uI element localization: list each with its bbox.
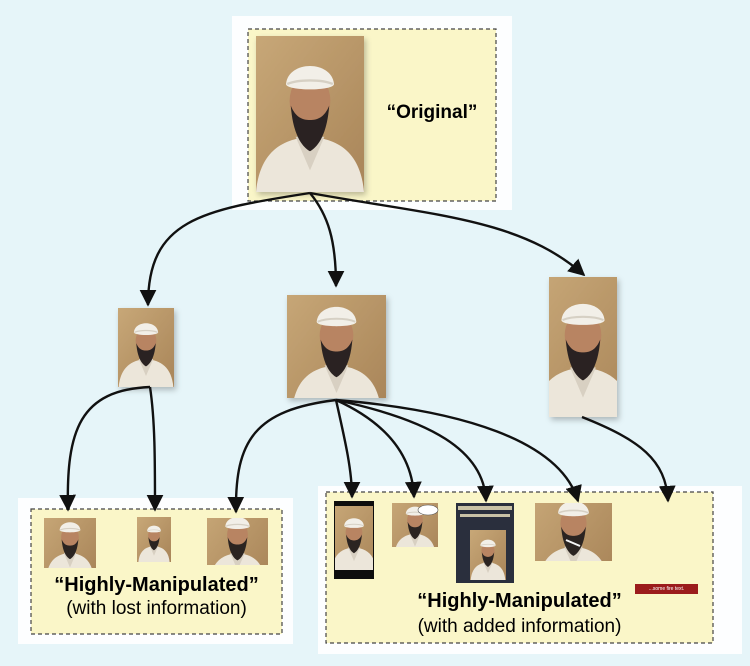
arrow-original-to-right (309, 191, 586, 277)
mid-photo-center (287, 295, 386, 398)
lost-group-title: “Highly-Manipulated” (54, 574, 259, 596)
lost-photo-1 (44, 518, 96, 568)
arrow-left-to-lost-1 (59, 385, 151, 512)
speech-bubble-icon (417, 504, 439, 516)
added-group-title: “Highly-Manipulated” (417, 590, 622, 612)
poster-title-decoration (458, 506, 512, 510)
added-photo-5 (635, 502, 698, 594)
arrow-center-to-added-2 (335, 398, 422, 499)
caption-banner (635, 584, 698, 594)
caption-banner-text: ...some fire text. (648, 586, 685, 592)
added-group-box (325, 491, 714, 644)
added-group-subtitle: (with added information) (417, 616, 622, 637)
lost-group-subtitle: (with lost information) (66, 598, 247, 619)
arrow-left-to-lost-2 (146, 386, 164, 512)
arrow-center-to-lost-3 (227, 398, 337, 514)
added-photo-3 (456, 503, 514, 583)
arrow-original-to-left (139, 191, 311, 307)
added-photo-2 (392, 503, 439, 547)
mid-photo-right (549, 277, 617, 417)
lost-photo-2 (137, 517, 171, 562)
original-photo (256, 36, 364, 192)
arrows-level-1 (139, 191, 586, 307)
arrows-level-2 (59, 385, 676, 514)
added-prop-decoration (565, 539, 581, 547)
arrow-center-to-added-4 (335, 398, 582, 503)
arrow-original-to-center (309, 192, 345, 288)
mid-photo-left (118, 308, 174, 387)
original-label: “Original” (386, 102, 478, 123)
arrow-right-to-added-5 (581, 415, 676, 503)
arrow-center-to-added-3 (335, 398, 494, 503)
poster-title-decoration (460, 514, 510, 517)
arrow-center-to-added-1 (334, 399, 361, 499)
added-photo-4 (535, 503, 612, 561)
added-photo-1 (334, 501, 374, 579)
